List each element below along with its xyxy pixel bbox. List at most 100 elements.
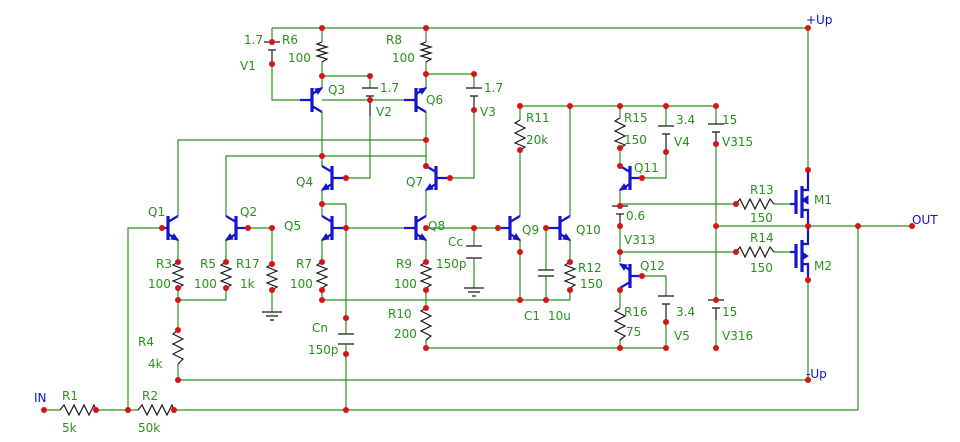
transistor-Q3 <box>300 87 324 113</box>
resistor-R16-value: 75 <box>626 325 641 339</box>
ground-symbol <box>262 311 282 321</box>
transistor-Q2-label: Q2 <box>240 205 257 219</box>
transistor-Q12 <box>618 263 642 289</box>
capacitor-Cc <box>466 245 482 259</box>
resistor-R15-value: 150 <box>624 133 647 147</box>
resistor-R16 <box>613 307 627 341</box>
source-V1-name: V1 <box>240 59 256 73</box>
resistor-R9-value: 100 <box>394 277 417 291</box>
transistor-Q5-label: Q5 <box>284 219 301 233</box>
resistor-R17-value: 1k <box>240 277 255 291</box>
resistor-R11-name: R11 <box>526 111 550 125</box>
mosfet-M1-label: M1 <box>814 193 832 207</box>
resistor-R13 <box>735 197 775 211</box>
resistor-R8-value: 100 <box>392 51 415 65</box>
resistor-R10 <box>419 307 433 341</box>
source-V313-name: V313 <box>624 233 655 247</box>
transistor-Q6-label: Q6 <box>426 93 443 107</box>
capacitor-C1-value: 10u <box>548 309 571 323</box>
resistor-R1 <box>59 403 97 417</box>
source-V2-value: 1.7 <box>380 81 399 95</box>
transistor-Q4-label: Q4 <box>296 175 313 189</box>
transistor-Q1-label: Q1 <box>148 205 165 219</box>
output-port-label: OUT <box>912 213 938 227</box>
resistor-R6-value: 100 <box>288 51 311 65</box>
capacitor-Cc-name: Cc <box>448 235 463 249</box>
resistor-R2-value: 50k <box>138 421 160 435</box>
resistor-R2-name: R2 <box>142 389 158 403</box>
transistor-Q5 <box>320 215 346 241</box>
source-V5-value: 3.4 <box>676 305 695 319</box>
source-V5 <box>658 295 674 322</box>
resistor-R3 <box>171 261 185 289</box>
resistor-R17-name: R17 <box>236 257 260 271</box>
resistor-R12 <box>563 261 577 289</box>
resistor-R14-value: 150 <box>750 261 773 275</box>
resistor-R7 <box>315 261 329 289</box>
capacitor-Cn-value: 150p <box>308 343 339 357</box>
transistor-Q11 <box>618 165 642 191</box>
resistor-R5-name: R5 <box>200 257 216 271</box>
resistor-R6 <box>314 41 330 63</box>
transistor-Q6 <box>404 87 428 113</box>
capacitor-C1 <box>538 269 554 277</box>
source-V4 <box>658 125 674 152</box>
transistor-Q9 <box>498 215 522 241</box>
resistor-R17 <box>265 263 279 291</box>
labels: +Up -Up IN OUT R1 5k R2 50k R3 100 R4 4k… <box>34 13 938 435</box>
resistor-R6-name: R6 <box>282 33 298 47</box>
input-port-label: IN <box>34 391 47 405</box>
resistor-R13-value: 150 <box>750 211 773 225</box>
resistor-R15 <box>613 117 627 149</box>
resistor-R14 <box>735 245 775 259</box>
resistor-R5-value: 100 <box>194 277 217 291</box>
transistor-Q3-label: Q3 <box>328 83 345 97</box>
resistor-R12-value: 150 <box>580 277 603 291</box>
resistor-R7-name: R7 <box>296 257 312 271</box>
transistor-Q2 <box>224 215 248 241</box>
resistor-R11-value: 20k <box>526 133 548 147</box>
transistor-Q7-label: Q7 <box>406 175 423 189</box>
nodes <box>41 25 915 413</box>
resistor-R3-value: 100 <box>148 277 171 291</box>
source-V4-name: V4 <box>674 135 690 149</box>
transistor-Q7 <box>424 165 450 191</box>
mosfet-M2-label: M2 <box>814 259 832 273</box>
resistor-R4-value: 4k <box>148 357 163 371</box>
transistor-Q10-label: Q10 <box>576 223 601 237</box>
source-V1-value: 1.7 <box>244 33 263 47</box>
resistor-R3-name: R3 <box>156 257 172 271</box>
source-V315-value: 15 <box>722 113 737 127</box>
supply-neg-label: -Up <box>806 367 827 381</box>
transistor-Q8 <box>404 215 428 241</box>
capacitor-Cn <box>338 333 354 345</box>
transistor-Q10 <box>548 215 572 241</box>
mosfet-M2 <box>790 226 810 280</box>
source-V3-value: 1.7 <box>484 81 503 95</box>
transistor-Q4 <box>320 165 346 191</box>
source-V313-value: 0.6 <box>626 209 645 223</box>
resistor-R1-value: 5k <box>62 421 77 435</box>
transistor-Q8-label: Q8 <box>428 219 445 233</box>
source-V3-name: V3 <box>480 105 496 119</box>
source-V315-name: V315 <box>722 135 753 149</box>
resistor-R7-value: 100 <box>290 277 313 291</box>
capacitor-Cc-value: 150p <box>436 257 467 271</box>
resistor-R14-name: R14 <box>750 231 774 245</box>
source-V5-name: V5 <box>674 329 690 343</box>
mosfets <box>790 170 810 280</box>
resistor-R11 <box>513 119 527 151</box>
resistor-R9-name: R9 <box>396 257 412 271</box>
source-V4-value: 3.4 <box>676 113 695 127</box>
resistor-R12-name: R12 <box>578 261 602 275</box>
mosfet-M1 <box>790 170 810 226</box>
resistor-R2 <box>137 403 175 417</box>
source-V316-value: 15 <box>722 305 737 319</box>
resistor-R8 <box>418 41 434 63</box>
resistor-R13-name: R13 <box>750 183 774 197</box>
resistor-R10-name: R10 <box>388 307 412 321</box>
supply-pos-label: +Up <box>806 13 832 27</box>
resistor-R10-value: 200 <box>394 327 417 341</box>
resistor-R16-name: R16 <box>624 305 648 319</box>
source-V316-name: V316 <box>722 329 753 343</box>
